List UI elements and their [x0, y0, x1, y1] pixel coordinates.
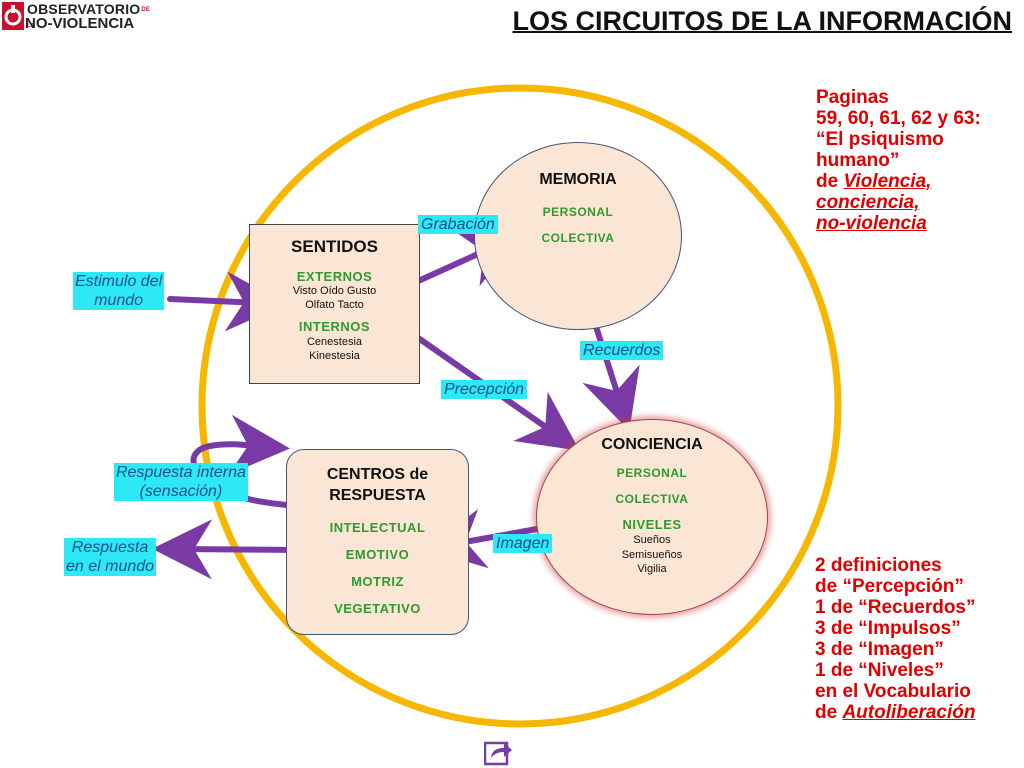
label-respuesta-interna: Respuesta interna (sensación)	[114, 463, 248, 501]
conciencia-circle: CONCIENCIA PERSONAL COLECTIVA NIVELES Su…	[536, 419, 768, 615]
definitions-prefix: de	[815, 702, 843, 723]
reference-line: Paginas	[816, 87, 889, 108]
centro-motriz: MOTRIZ	[351, 574, 404, 589]
externos-line-1: Visto Oído Gusto	[292, 285, 377, 297]
label-estimulo: Estimulo del mundo	[73, 272, 165, 310]
internos-heading: INTERNOS	[298, 319, 371, 334]
memoria-circle: MEMORIA PERSONAL COLECTIVA	[474, 142, 682, 330]
memoria-colectiva: COLECTIVA	[541, 231, 615, 245]
arrow-recuerdos	[582, 311, 640, 431]
centro-emotivo: EMOTIVO	[345, 547, 410, 562]
reference-line: “El psiquismo	[816, 129, 944, 150]
logo-line-2: NO-VIOLENCIA	[25, 15, 135, 32]
forward-arrow-icon-graphic	[484, 741, 512, 766]
internos-line-1: Cenestesia	[306, 336, 363, 348]
label-respuesta-mundo-line-1: Respuesta	[71, 539, 149, 556]
logo-mark-icon	[2, 2, 24, 30]
conciencia-niveles: NIVELES	[622, 517, 682, 532]
logo-line-1-small: DE LA	[27, 7, 151, 30]
definitions-line: 3 de “Imagen”	[815, 639, 944, 660]
arrow-respuesta-mundo	[152, 519, 303, 580]
definitions-line: 3 de “Impulsos”	[815, 618, 961, 639]
book-title-part: no-violencia	[816, 213, 927, 234]
label-respuesta-mundo: Respuesta en el mundo	[64, 538, 157, 576]
conciencia-title: CONCIENCIA	[601, 436, 703, 453]
label-respuesta-mundo-line-2: en el mundo	[66, 558, 155, 575]
nivel-vigilia: Vigilia	[637, 563, 667, 575]
centro-intelectual: INTELECTUAL	[329, 520, 426, 535]
centros-box: CENTROS de RESPUESTA INTELECTUAL EMOTIVO…	[286, 449, 469, 635]
nivel-suenos: Sueños	[633, 534, 671, 546]
sentidos-box: SENTIDOS EXTERNOS Visto Oído Gusto Olfat…	[249, 224, 420, 384]
definitions-line: en el Vocabulario	[815, 681, 971, 702]
internos-line-2: Kinestesia	[309, 350, 360, 362]
reference-prefix: de	[816, 171, 844, 192]
outer-ring	[198, 84, 842, 728]
forward-arrow-icon[interactable]	[484, 738, 514, 766]
page-title: LOS CIRCUITOS DE LA INFORMACIÓN	[512, 6, 1013, 36]
reference-line: de Violencia,	[816, 171, 1021, 192]
book-title-part: conciencia,	[816, 192, 920, 213]
reference-line: conciencia,	[816, 192, 1021, 213]
definitions-line: 1 de “Recuerdos”	[815, 597, 976, 618]
reference-text: Paginas 59, 60, 61, 62 y 63: “El psiquis…	[816, 87, 1021, 234]
vocabulary-title: Autoliberación	[842, 702, 976, 723]
conciencia-colectiva: COLECTIVA	[615, 492, 689, 506]
definitions-line: de “Percepción”	[815, 576, 964, 597]
reference-line: humano”	[816, 150, 900, 171]
label-estimulo-line-2: mundo	[94, 292, 144, 309]
centros-title-1: CENTROS de	[326, 466, 429, 483]
conciencia-personal: PERSONAL	[616, 466, 688, 480]
centros-title-2: RESPUESTA	[329, 487, 426, 504]
label-grabacion: Grabación	[418, 215, 498, 234]
logo-line-1: OBSERVATORIO	[27, 1, 141, 17]
centro-vegetativo: VEGETATIVO	[334, 601, 421, 616]
label-estimulo-line-1: Estimulo del	[75, 273, 163, 290]
arrow-estimulo	[167, 271, 286, 332]
definitions-line: de Autoliberación	[815, 702, 1020, 723]
memoria-title: MEMORIA	[539, 171, 617, 188]
definitions-line: 1 de “Niveles”	[815, 660, 944, 681]
label-precepcion: Precepción	[441, 380, 528, 399]
book-title-part: Violencia,	[843, 171, 932, 192]
reference-line: 59, 60, 61, 62 y 63:	[816, 108, 981, 129]
label-recuerdos: Recuerdos	[580, 341, 664, 360]
memoria-personal: PERSONAL	[542, 205, 614, 219]
definitions-text: 2 definiciones de “Percepción” 1 de “Rec…	[815, 555, 1020, 723]
definitions-line: 2 definiciones	[815, 555, 942, 576]
externos-heading: EXTERNOS	[296, 269, 373, 284]
label-respuesta-interna-line-2: (sensación)	[139, 483, 223, 500]
nivel-semisuenos: Semisueños	[621, 549, 683, 561]
reference-line: no-violencia	[816, 213, 1021, 234]
externos-line-2: Olfato Tacto	[305, 299, 364, 311]
sentidos-title: SENTIDOS	[291, 237, 378, 256]
label-respuesta-interna-line-1: Respuesta interna	[116, 464, 246, 481]
label-imagen: Imagen	[493, 534, 553, 553]
logo: OBSERVATORIODE LA NO-VIOLENCIA	[0, 0, 160, 34]
